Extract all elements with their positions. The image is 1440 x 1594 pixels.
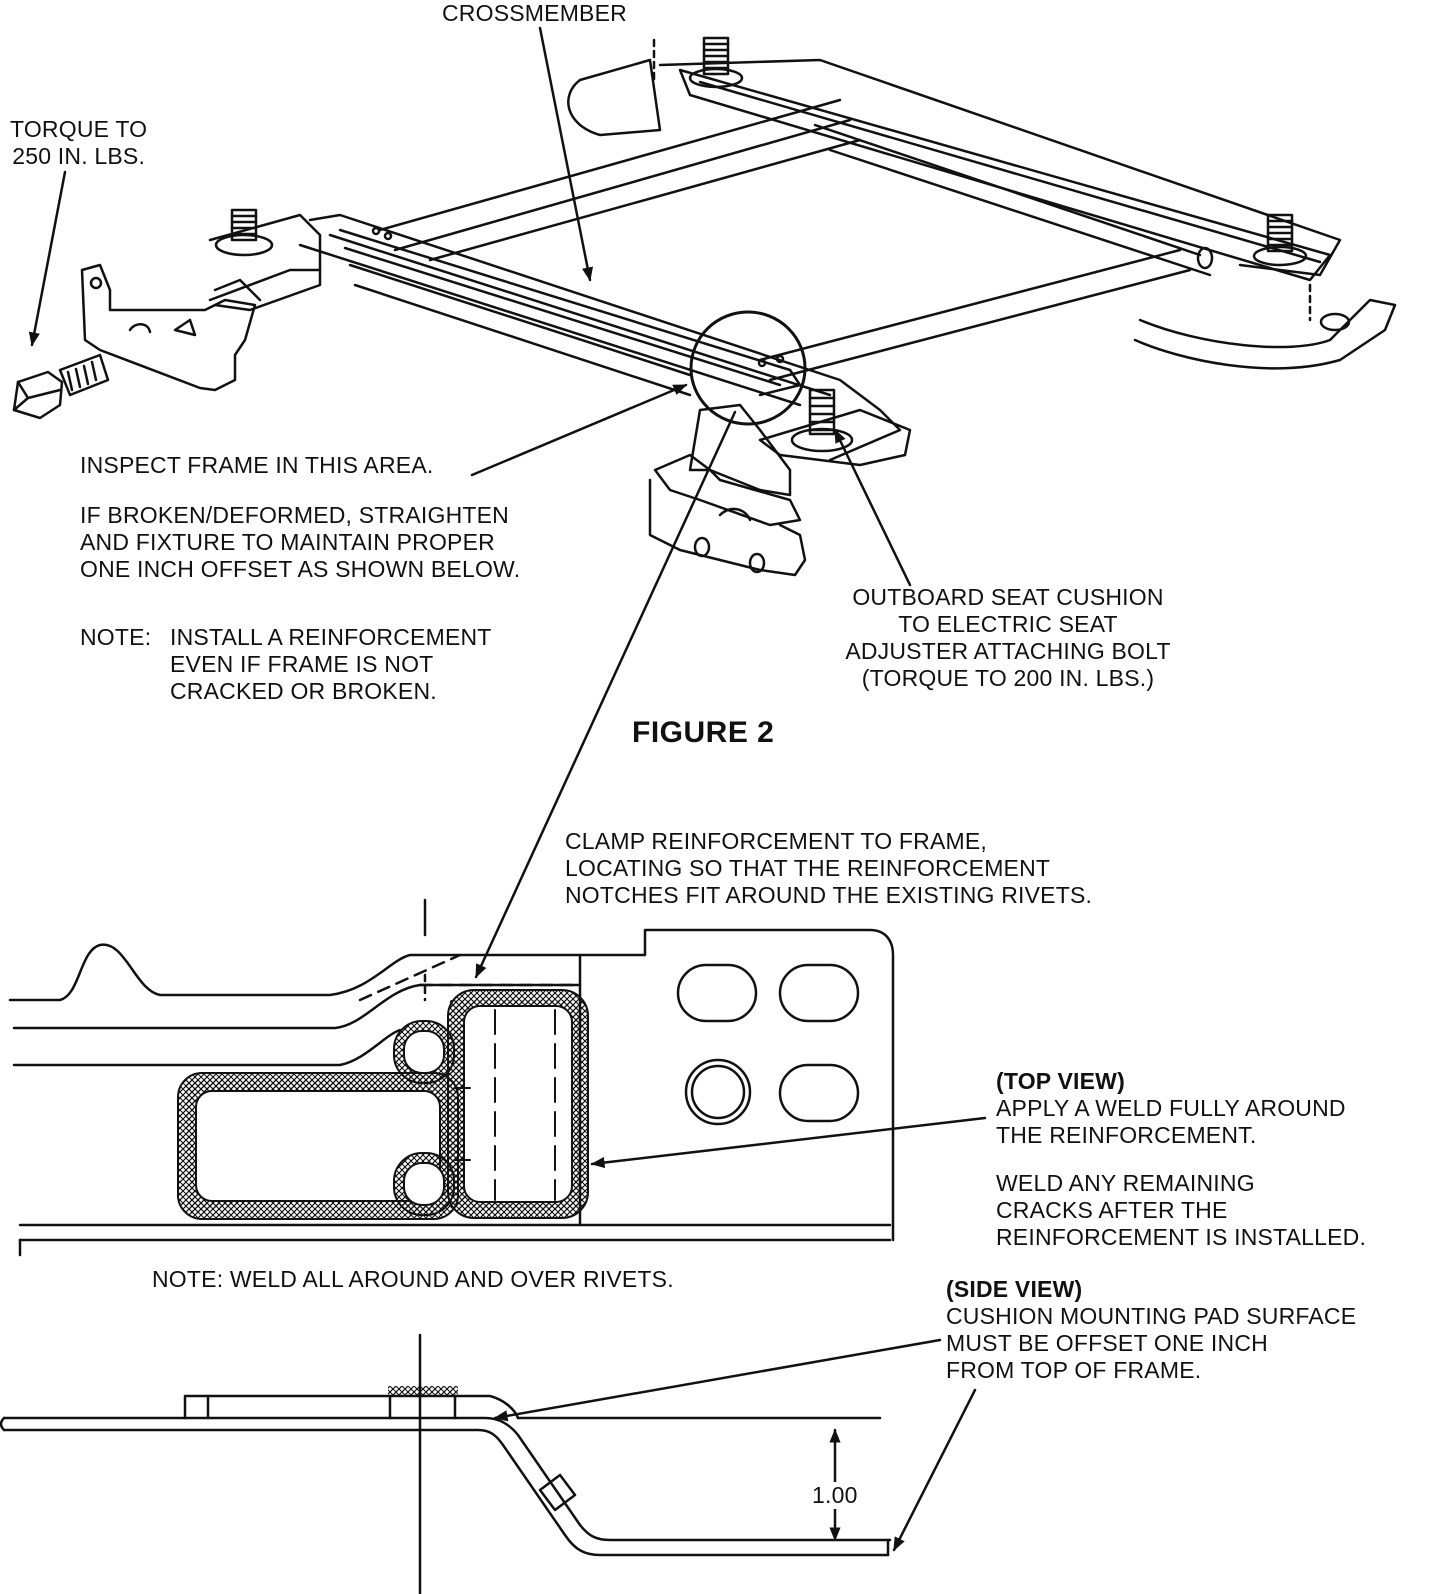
label-if-broken: IF BROKEN/DEFORMED, STRAIGHTEN AND FIXTU… (80, 502, 520, 583)
label-broken-line2: AND FIXTURE TO MAINTAIN PROPER (80, 529, 495, 555)
label-clamp-line3: NOTCHES FIT AROUND THE EXISTING RIVETS. (565, 882, 1093, 908)
label-outboard-line3: ADJUSTER ATTACHING BOLT (845, 638, 1171, 664)
label-outboard-line2: TO ELECTRIC SEAT (898, 611, 1118, 637)
label-outboard-line1: OUTBOARD SEAT CUSHION (852, 584, 1164, 610)
seat-frame-illustration (12, 36, 1397, 577)
label-crossmember: CROSSMEMBER (442, 0, 627, 27)
label-note1-line1: INSTALL A REINFORCEMENT (170, 624, 492, 650)
label-weld-line1: WELD ANY REMAINING (996, 1170, 1255, 1196)
label-broken-line3: ONE INCH OFFSET AS SHOWN BELOW. (80, 556, 521, 582)
label-weld-remaining: WELD ANY REMAINING CRACKS AFTER THE REIN… (996, 1170, 1366, 1251)
label-sideview-line1: CUSHION MOUNTING PAD SURFACE (946, 1303, 1357, 1329)
label-note1-prefix: NOTE: (80, 624, 152, 650)
leader-lines (28, 26, 987, 1552)
label-side-view: (SIDE VIEW) CUSHION MOUNTING PAD SURFACE… (946, 1276, 1356, 1384)
label-note-weld-rivets: NOTE: WELD ALL AROUND AND OVER RIVETS. (152, 1266, 674, 1293)
label-sideview-line3: FROM TOP OF FRAME. (946, 1357, 1202, 1383)
label-outboard-bolt: OUTBOARD SEAT CUSHION TO ELECTRIC SEAT A… (828, 584, 1188, 692)
label-note1-line2: EVEN IF FRAME IS NOT (170, 651, 434, 677)
label-topview-line1: APPLY A WELD FULLY AROUND (996, 1095, 1346, 1121)
label-broken-line1: IF BROKEN/DEFORMED, STRAIGHTEN (80, 502, 509, 528)
label-topview-title: (TOP VIEW) (996, 1068, 1125, 1094)
label-clamp-line2: LOCATING SO THAT THE REINFORCEMENT (565, 855, 1051, 881)
label-torque-line1: TORQUE TO (10, 116, 148, 142)
label-sideview-line2: MUST BE OFFSET ONE INCH (946, 1330, 1268, 1356)
weld-bead (177, 989, 589, 1220)
label-crossmember-text: CROSSMEMBER (442, 0, 627, 26)
label-torque-250: TORQUE TO 250 IN. LBS. (10, 116, 147, 170)
figure-title: FIGURE 2 (632, 716, 774, 750)
label-inspect-text: INSPECT FRAME IN THIS AREA. (80, 452, 434, 478)
label-sideview-title: (SIDE VIEW) (946, 1276, 1083, 1302)
label-note1-line3: CRACKED OR BROKEN. (170, 678, 437, 704)
label-weld-line2: CRACKS AFTER THE (996, 1197, 1228, 1223)
dimension-label: 1.00 (810, 1482, 860, 1509)
label-clamp-line1: CLAMP REINFORCEMENT TO FRAME, (565, 828, 987, 854)
label-topview-line2: THE REINFORCEMENT. (996, 1122, 1257, 1148)
label-note-reinforcement-body: INSTALL A REINFORCEMENT EVEN IF FRAME IS… (170, 624, 492, 705)
label-torque-line2: 250 IN. LBS. (12, 143, 146, 169)
label-inspect-frame: INSPECT FRAME IN THIS AREA. (80, 452, 433, 479)
side-view-illustration (0, 1333, 892, 1594)
top-view-illustration (8, 898, 895, 1257)
label-note2-text: NOTE: WELD ALL AROUND AND OVER RIVETS. (152, 1266, 674, 1292)
dimension-value: 1.00 (812, 1482, 858, 1508)
label-clamp-reinforcement: CLAMP REINFORCEMENT TO FRAME, LOCATING S… (565, 828, 1092, 909)
label-top-view: (TOP VIEW) APPLY A WELD FULLY AROUND THE… (996, 1068, 1346, 1149)
figure-title-text: FIGURE 2 (632, 716, 775, 749)
label-weld-line3: REINFORCEMENT IS INSTALLED. (996, 1224, 1367, 1250)
label-note-reinforcement: NOTE: (80, 624, 151, 651)
label-outboard-line4: (TORQUE TO 200 IN. LBS.) (861, 665, 1155, 691)
